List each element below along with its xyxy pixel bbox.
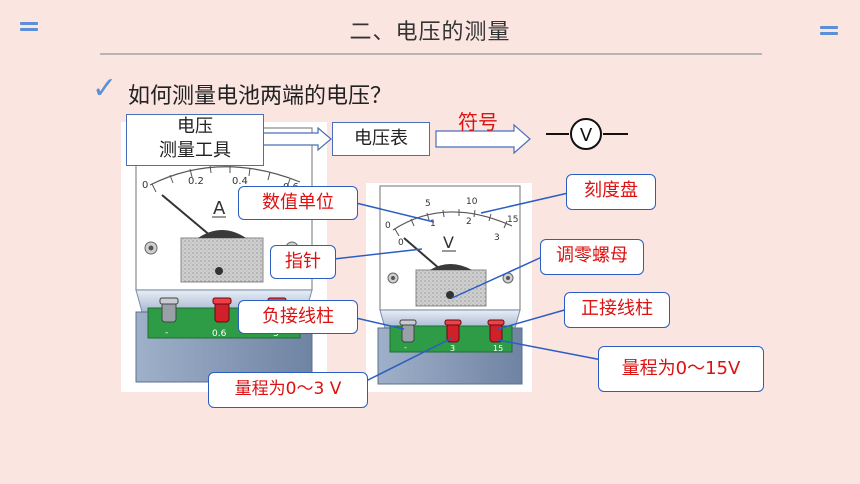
- ammeter-terminal-label-1: 0.6: [212, 329, 227, 339]
- voltmeter-terminal-label-2: 15: [493, 344, 503, 353]
- ammeter-terminal-06: [212, 297, 232, 323]
- voltmeter-symbol-letter: V: [580, 125, 593, 146]
- ammeter-terminal-label-0: -: [165, 328, 168, 338]
- voltmeter-unit-letter: V: [443, 233, 454, 252]
- menu-icon-left[interactable]: [20, 22, 38, 34]
- ammeter-terminal-neg: [159, 297, 179, 323]
- measuring-tool-box: 电压 测量工具: [126, 114, 264, 166]
- voltmeter-inner-tick-0: 0: [398, 238, 404, 248]
- voltmeter-name-box: 电压表: [332, 122, 430, 156]
- voltmeter-symbol: V: [546, 118, 628, 150]
- voltmeter-outer-tick-0: 0: [385, 221, 391, 231]
- question-text: 如何测量电池两端的电压？: [128, 84, 393, 109]
- callout-neg-terminal: 负接线柱: [238, 300, 358, 334]
- callout-dial: 刻度盘: [566, 174, 656, 210]
- title-divider: [100, 53, 762, 55]
- check-icon: ✓: [92, 71, 118, 106]
- voltmeter-inner-tick-3: 3: [494, 233, 500, 243]
- voltmeter-outer-tick-3: 15: [507, 215, 518, 225]
- voltmeter-inner-tick-1: 1: [430, 219, 436, 229]
- voltmeter-terminal-3: [444, 319, 462, 343]
- voltmeter-terminal-neg: [399, 319, 417, 343]
- ammeter-tick-0: 0: [142, 180, 148, 191]
- voltmeter-terminal-15: [487, 319, 505, 343]
- callout-unit: 数值单位: [238, 186, 358, 220]
- measuring-tool-line2: 测量工具: [159, 140, 231, 161]
- flow-arrow-1: [261, 126, 332, 152]
- voltmeter-inner-tick-2: 2: [466, 217, 472, 227]
- ammeter-terminal-label-2: 3: [273, 329, 279, 339]
- voltmeter-terminal-label-1: 3: [450, 344, 455, 353]
- ammeter-tick-2: 0.4: [232, 176, 248, 187]
- flow-arrow-2: [435, 123, 531, 155]
- voltmeter: 0 5 10 15 0 1 2 3 V - 3 15: [366, 183, 532, 392]
- callout-zero-knob: 调零螺母: [540, 239, 644, 275]
- symbol-label: 符号: [458, 110, 498, 134]
- menu-icon-right[interactable]: [820, 26, 838, 38]
- measuring-tool-line1: 电压: [177, 116, 213, 137]
- ammeter-tick-1: 0.2: [188, 176, 204, 187]
- ammeter-unit-letter: A: [213, 198, 226, 219]
- callout-pointer: 指针: [270, 245, 336, 279]
- voltmeter-outer-tick-1: 5: [425, 199, 431, 209]
- callout-range-low: 量程为0～3 V: [208, 372, 368, 408]
- callout-pos-terminal: 正接线柱: [564, 292, 670, 328]
- leader-lines: [333, 190, 603, 382]
- voltmeter-name: 电压表: [354, 128, 408, 149]
- voltmeter-outer-tick-2: 10: [466, 197, 478, 207]
- voltmeter-terminal-label-0: -: [404, 343, 407, 352]
- page-title: 二、电压的测量: [349, 20, 511, 45]
- callout-range-high: 量程为0～15V: [598, 346, 764, 392]
